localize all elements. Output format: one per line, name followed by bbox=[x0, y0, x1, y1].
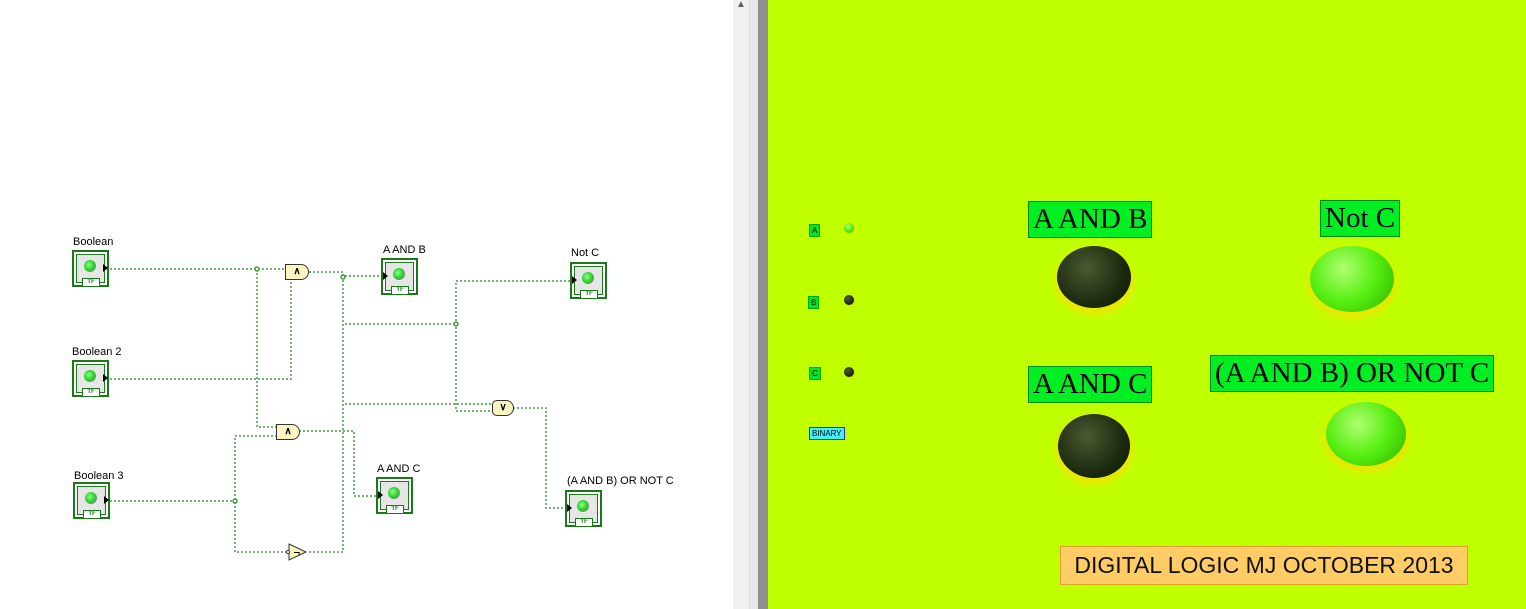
indicator-label: (A AND B) OR NOT C bbox=[567, 475, 674, 487]
output-label-a-and-b: A AND B bbox=[1028, 201, 1153, 238]
tf-label: TF bbox=[386, 505, 404, 513]
scroll-up-arrow-icon[interactable]: ▲ bbox=[736, 0, 746, 10]
led-not-c[interactable] bbox=[1310, 246, 1394, 312]
and-gate-1[interactable]: ∧ bbox=[285, 264, 309, 280]
splitter bbox=[749, 0, 759, 609]
indicator-label: Not C bbox=[571, 247, 600, 259]
a-and-c-indicator[interactable]: TF bbox=[376, 477, 413, 514]
indicator-label: A AND B bbox=[383, 244, 426, 256]
binary-label: BINARY bbox=[809, 427, 845, 440]
not-c-indicator[interactable]: TF bbox=[570, 262, 607, 299]
led-or-not-c[interactable] bbox=[1326, 402, 1406, 466]
or-not-c-indicator[interactable]: TF bbox=[565, 490, 602, 527]
led-icon bbox=[582, 272, 594, 284]
led-icon bbox=[388, 487, 400, 499]
led-a[interactable] bbox=[844, 223, 854, 233]
led-icon bbox=[84, 370, 96, 382]
led-icon bbox=[84, 260, 96, 272]
control-label: Boolean 3 bbox=[74, 470, 124, 482]
led-icon bbox=[577, 500, 589, 512]
control-label: Boolean bbox=[73, 236, 114, 248]
front-panel bbox=[768, 0, 1526, 609]
tf-label: TF bbox=[83, 510, 101, 518]
led-c[interactable] bbox=[844, 367, 854, 377]
tf-label: TF bbox=[575, 518, 593, 526]
boolean-control[interactable]: TF bbox=[72, 250, 109, 287]
label-c: C bbox=[809, 367, 821, 380]
led-icon bbox=[85, 492, 97, 504]
led-a-and-b[interactable] bbox=[1057, 246, 1131, 308]
indicator-label: A AND C bbox=[377, 463, 421, 475]
label-b: B bbox=[808, 296, 820, 309]
not-gate[interactable]: ¬ bbox=[286, 543, 308, 561]
boolean-2-control[interactable]: TF bbox=[72, 360, 109, 397]
output-label-not-c: Not C bbox=[1320, 200, 1401, 237]
or-gate[interactable]: ∨ bbox=[492, 400, 514, 416]
and-gate-2[interactable]: ∧ bbox=[276, 424, 300, 440]
boolean-3-control[interactable]: TF bbox=[73, 482, 110, 519]
label-a: A bbox=[809, 224, 821, 237]
tf-label: TF bbox=[82, 278, 100, 286]
output-label-or-not-c: (A AND B) OR NOT C bbox=[1210, 355, 1495, 392]
led-icon bbox=[393, 268, 405, 280]
output-label-a-and-c: A AND C bbox=[1028, 366, 1153, 403]
panel-title: DIGITAL LOGIC MJ OCTOBER 2013 bbox=[1060, 546, 1468, 585]
svg-text:¬: ¬ bbox=[293, 549, 301, 559]
vertical-scrollbar[interactable]: ▲ bbox=[733, 0, 749, 609]
a-and-b-indicator[interactable]: TF bbox=[381, 258, 418, 295]
led-a-and-c[interactable] bbox=[1058, 414, 1130, 478]
tf-label: TF bbox=[580, 290, 598, 298]
tf-label: TF bbox=[391, 286, 409, 294]
led-b[interactable] bbox=[844, 295, 854, 305]
control-label: Boolean 2 bbox=[72, 346, 122, 358]
tf-label: TF bbox=[82, 388, 100, 396]
wires bbox=[110, 266, 570, 553]
splitter-bar[interactable] bbox=[758, 0, 768, 609]
